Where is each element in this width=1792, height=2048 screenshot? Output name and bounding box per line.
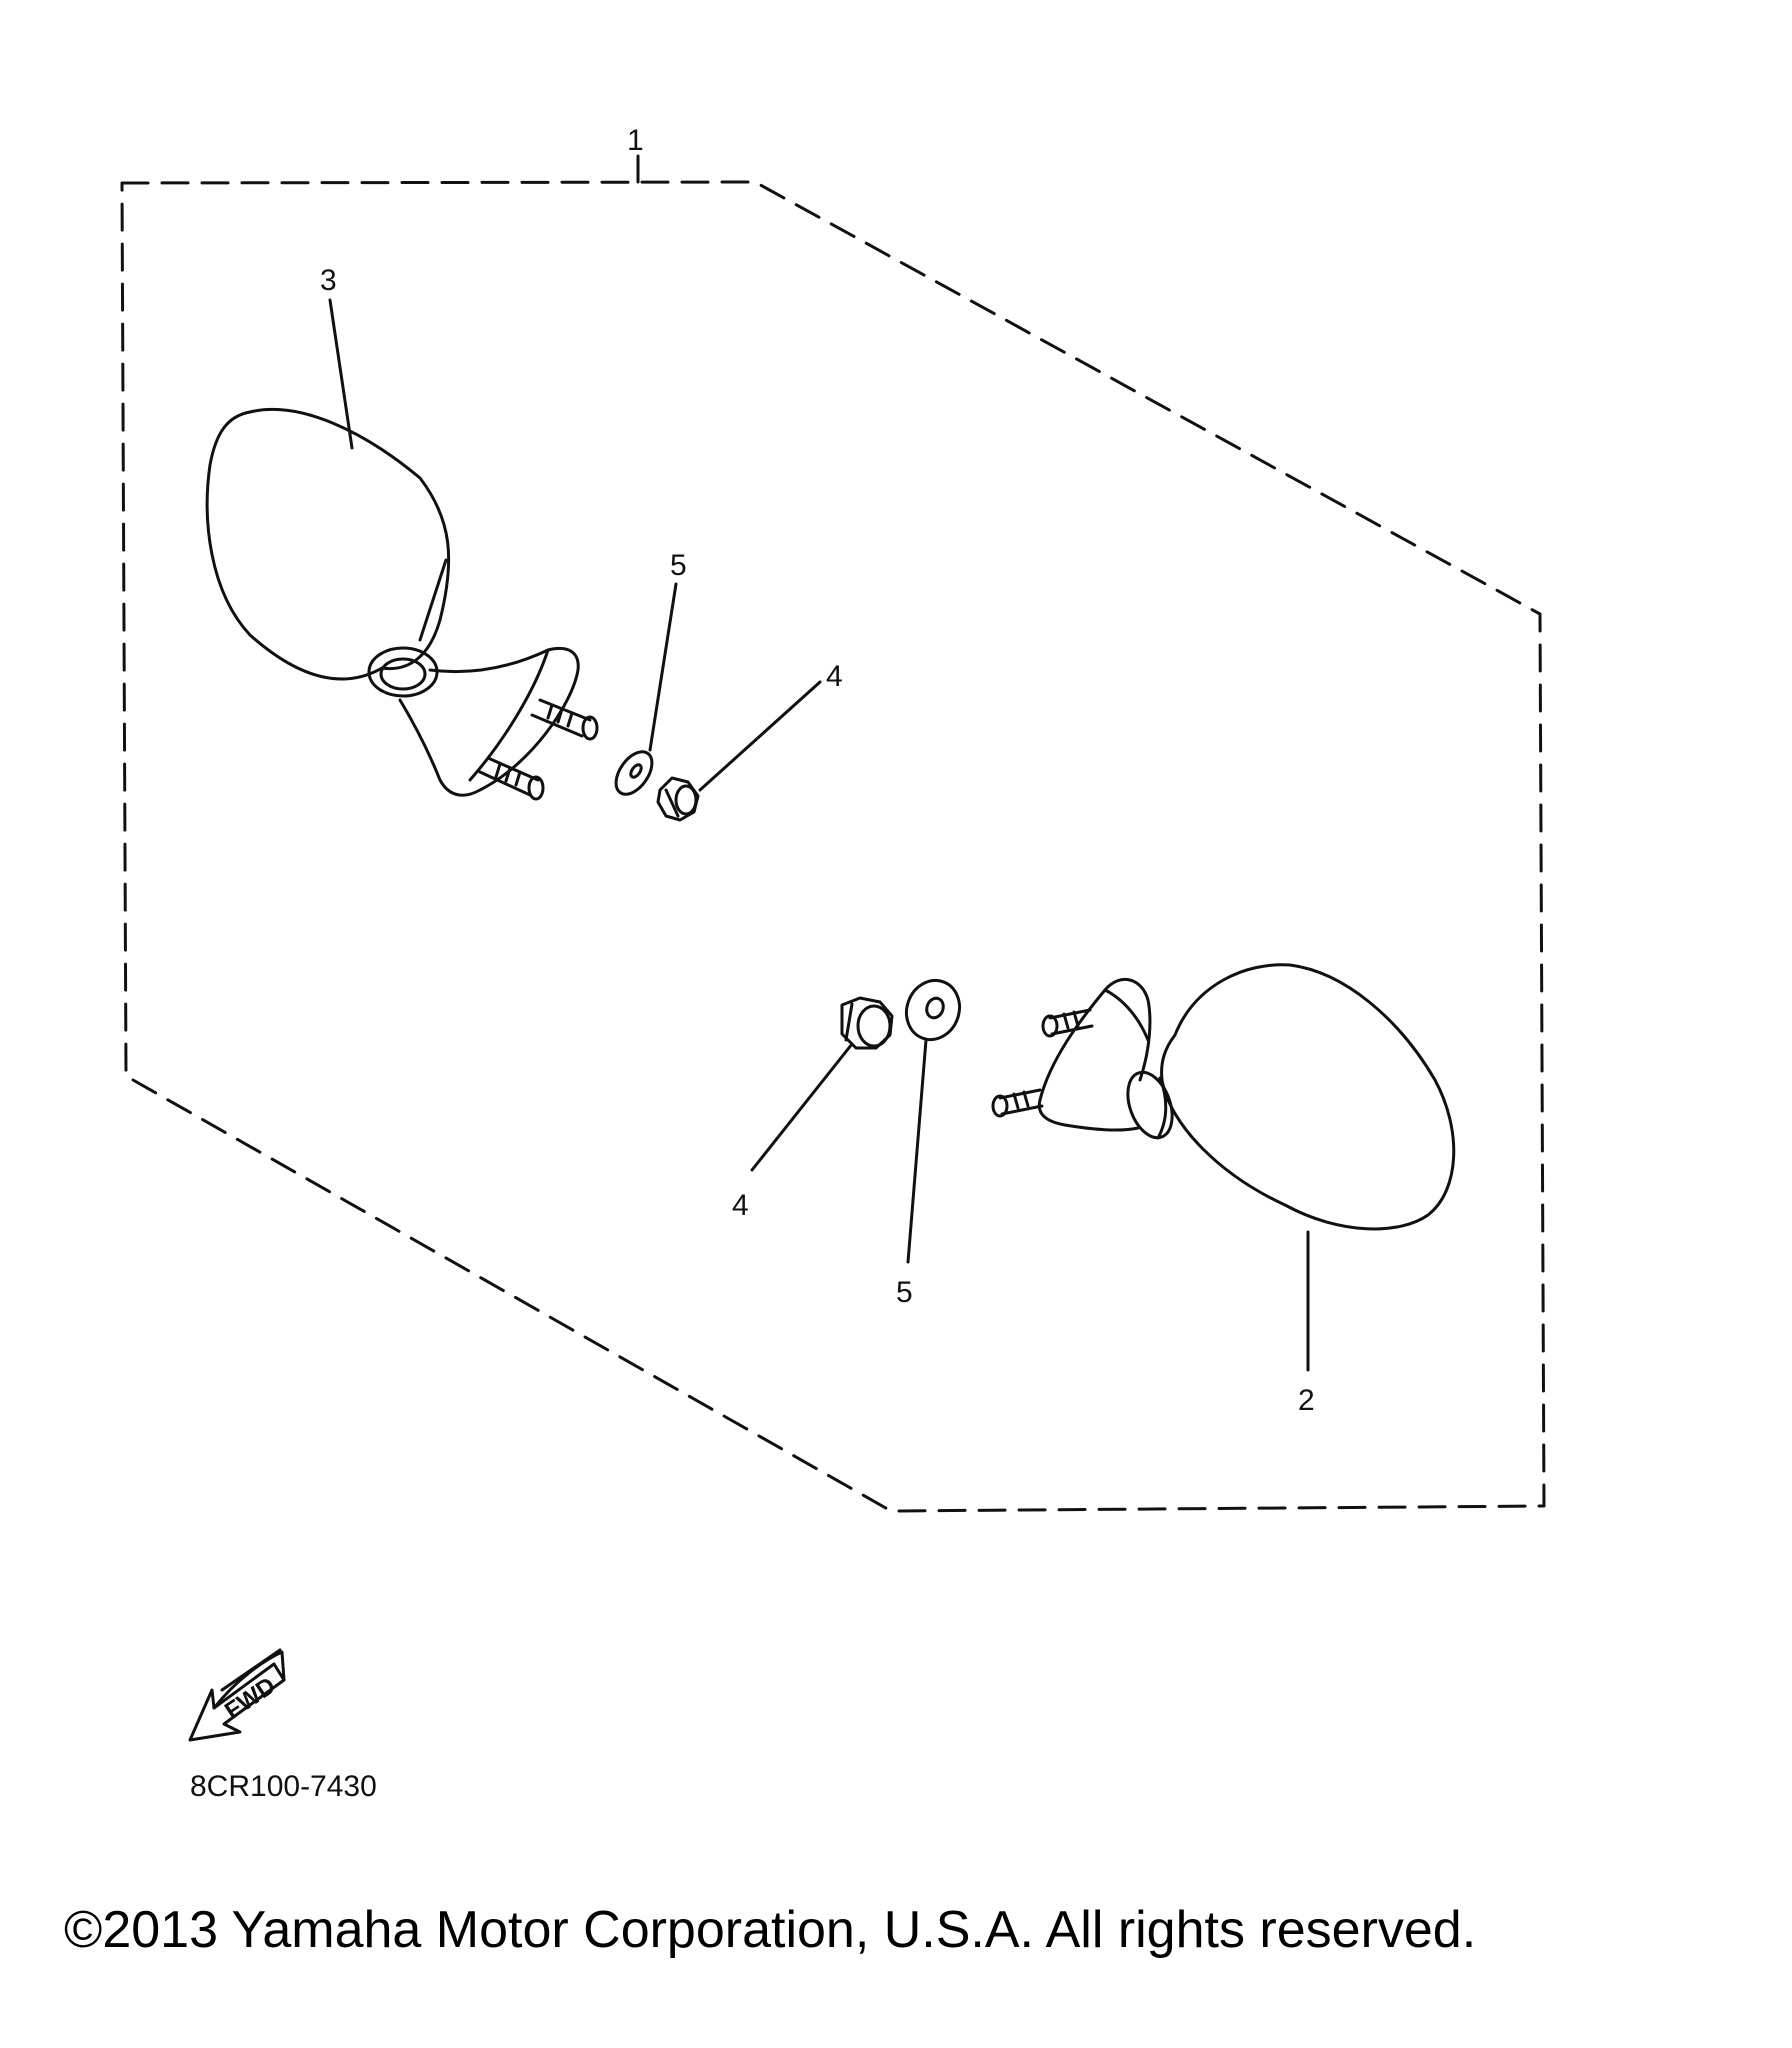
leader-line-5-lower [906, 1038, 928, 1264]
left-mirror-studs [478, 698, 599, 801]
diagram-code: 8CR100-7430 [190, 1770, 377, 1803]
leader-line-4-lower [750, 1042, 854, 1172]
callout-1: 1 [627, 124, 644, 157]
left-mirror-drawing [205, 407, 599, 801]
callout-4-upper: 4 [826, 660, 843, 693]
leader-line-5-upper [648, 582, 678, 752]
leader-line-4-upper [698, 680, 822, 792]
washer-upper [614, 750, 654, 796]
right-mirror-drawing [991, 963, 1456, 1231]
nut-lower [840, 996, 894, 1050]
leader-line-3 [328, 298, 354, 450]
callout-3: 3 [320, 264, 337, 297]
callout-5-upper: 5 [670, 549, 687, 582]
washer-lower [905, 978, 961, 1042]
callout-5-lower: 5 [896, 1276, 913, 1309]
copyright-notice: ©2013 Yamaha Motor Corporation, U.S.A. A… [64, 1901, 1477, 1959]
callout-4-lower: 4 [732, 1189, 749, 1222]
callout-2: 2 [1298, 1384, 1315, 1417]
fwd-arrow-icon [188, 1648, 286, 1742]
right-mirror-studs [991, 1008, 1094, 1118]
nut-upper [656, 776, 700, 822]
assembly-boundary [120, 180, 1546, 1513]
